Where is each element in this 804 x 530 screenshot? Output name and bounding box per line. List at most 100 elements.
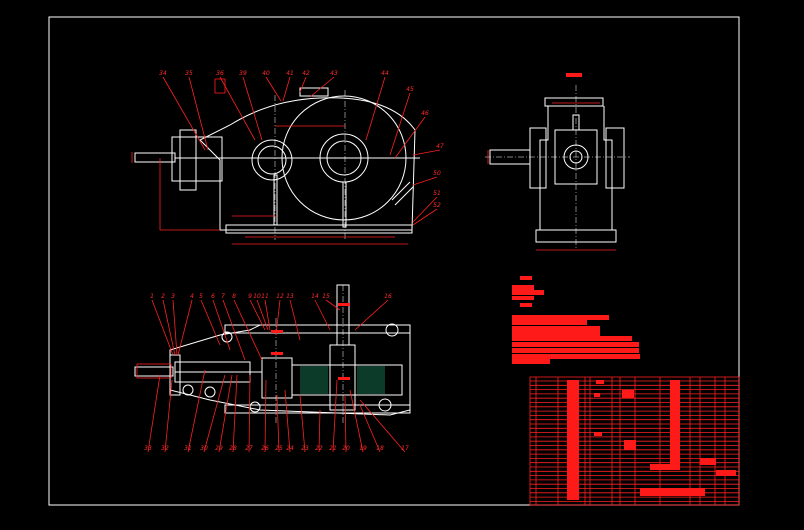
part-balloon: 34 <box>159 70 167 77</box>
leader-line <box>249 299 266 331</box>
input-shaft <box>134 152 176 163</box>
leader-line <box>412 208 438 226</box>
leader-line <box>147 374 161 453</box>
parts-list-title-block <box>529 376 740 506</box>
part-balloon: 20 <box>342 445 350 452</box>
leader-line <box>162 299 176 356</box>
leader-line <box>332 379 338 453</box>
leader-line <box>276 394 280 453</box>
part-balloon: 12 <box>276 293 284 300</box>
leader-line <box>318 409 321 453</box>
part-balloon: 41 <box>286 70 294 77</box>
part-balloon: 26 <box>261 445 269 452</box>
leader-line <box>219 76 256 141</box>
leader-line <box>394 116 426 159</box>
part-balloon: 5 <box>199 293 203 300</box>
part-balloon: 33 <box>144 445 152 452</box>
leader-line <box>264 379 267 453</box>
leader-line <box>256 299 269 331</box>
leader-line <box>264 299 271 331</box>
leader-line <box>299 394 306 453</box>
part-balloon: 24 <box>286 445 294 452</box>
part-balloon: 8 <box>232 293 236 300</box>
part-balloon: 14 <box>311 293 319 300</box>
part-balloon: 47 <box>436 143 444 150</box>
leader-line <box>412 196 438 223</box>
technical-notes <box>512 276 640 364</box>
plan-view <box>134 284 411 425</box>
part-balloon: 51 <box>433 190 441 197</box>
leader-line <box>187 369 206 453</box>
leader-line <box>242 76 263 141</box>
part-balloon: 16 <box>384 293 392 300</box>
part-balloon: 10 <box>253 293 261 300</box>
part-balloon: 52 <box>433 202 441 209</box>
leader-line <box>164 379 173 453</box>
leader-line <box>203 374 226 453</box>
part-balloon: 50 <box>433 170 441 177</box>
leader-line <box>289 299 301 341</box>
part-balloon: 43 <box>330 70 338 77</box>
part-balloon: 22 <box>315 445 323 452</box>
part-balloon: 21 <box>329 445 337 452</box>
part-balloon: 40 <box>262 70 270 77</box>
part-balloon: 2 <box>161 293 165 300</box>
part-balloon: 39 <box>239 70 247 77</box>
part-balloon: 4 <box>190 293 194 300</box>
front-view <box>131 78 420 245</box>
leader-line <box>218 374 233 453</box>
part-balloon: 30 <box>200 445 208 452</box>
leader-line <box>232 374 238 453</box>
part-balloon: 27 <box>245 445 253 452</box>
part-balloon: 32 <box>161 445 169 452</box>
leader-line <box>344 394 347 453</box>
part-balloon: 13 <box>286 293 294 300</box>
leader-line <box>200 299 221 346</box>
leader-line <box>172 299 178 356</box>
part-balloon: 44 <box>381 70 389 77</box>
leader-line <box>412 176 438 186</box>
part-balloon: 36 <box>216 70 224 77</box>
part-balloon: 42 <box>302 70 310 77</box>
leader-line <box>314 299 331 331</box>
part-balloon: 11 <box>261 293 269 300</box>
leader-line <box>188 76 209 151</box>
leader-line <box>248 374 251 453</box>
leader-line <box>354 299 389 331</box>
part-balloon: 35 <box>185 70 193 77</box>
leader-line <box>349 389 364 453</box>
leader-line <box>365 76 386 141</box>
leader-line <box>412 149 441 156</box>
leader-line <box>177 299 193 356</box>
part-balloon: 6 <box>211 293 215 300</box>
part-balloon: 3 <box>171 293 175 300</box>
leader-line <box>325 299 341 311</box>
leader-line <box>359 399 406 453</box>
leader-line <box>233 299 263 361</box>
part-balloon: 46 <box>421 110 429 117</box>
leader-line <box>389 92 411 156</box>
part-balloon: 15 <box>322 293 330 300</box>
part-balloon: 19 <box>359 445 367 452</box>
leader-line <box>222 299 246 361</box>
part-balloon: 31 <box>184 445 192 452</box>
leader-line <box>309 76 335 98</box>
part-balloon: 9 <box>248 293 252 300</box>
part-balloon: 28 <box>229 445 237 452</box>
leader-line <box>282 76 291 102</box>
leader-line <box>299 76 307 93</box>
leader-line <box>359 404 381 453</box>
part-balloon: 18 <box>376 445 384 452</box>
leader-line <box>151 299 174 356</box>
leader-line <box>284 389 291 453</box>
part-balloon: 25 <box>275 445 283 452</box>
drawing-frame <box>48 16 740 506</box>
part-balloon: 23 <box>301 445 309 452</box>
part-balloon: 7 <box>221 293 225 300</box>
part-balloon: 29 <box>215 445 223 452</box>
part-balloon: 1 <box>150 293 154 300</box>
side-view <box>485 73 630 251</box>
part-balloon: 17 <box>401 445 409 452</box>
leader-line <box>275 299 281 336</box>
